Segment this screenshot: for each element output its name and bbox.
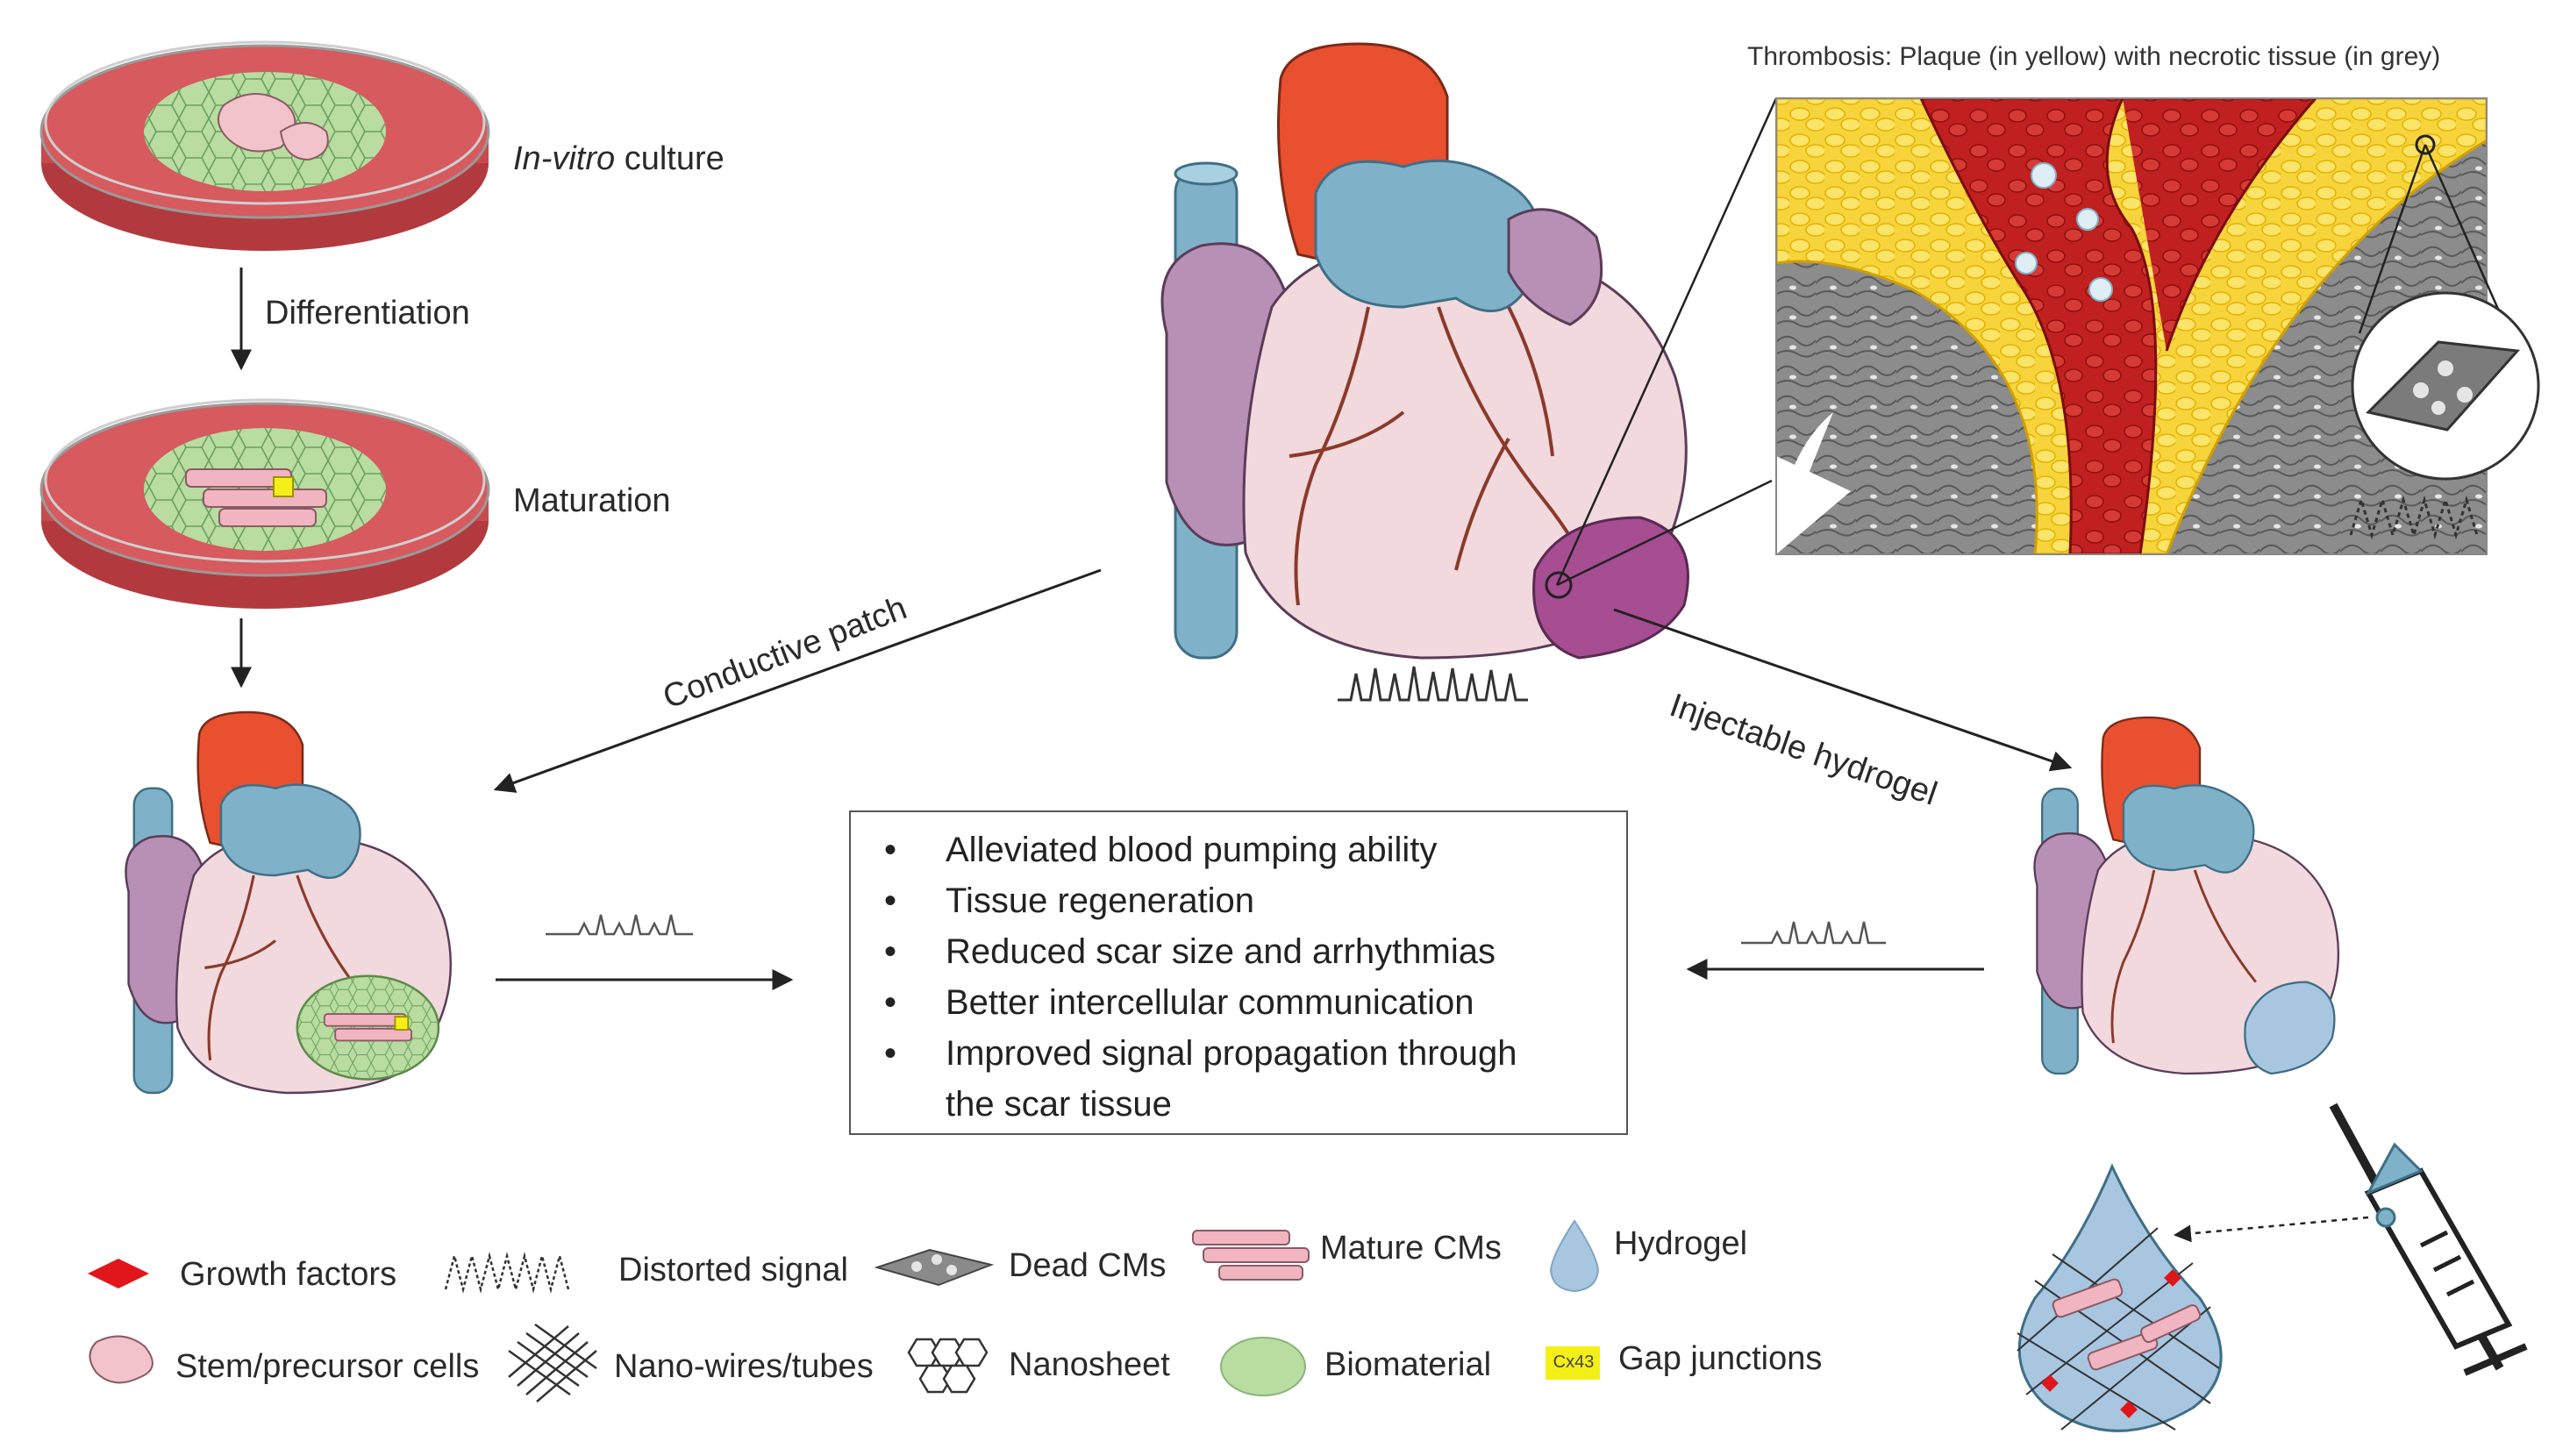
ecg-arrhythmia xyxy=(1338,666,1528,702)
outcomes-box: Alleviated blood pumping ability Tissue … xyxy=(849,810,1628,1135)
legend-gap-junctions: Gap junctions xyxy=(1618,1340,1823,1377)
dead-cm-magnifier xyxy=(2351,291,2540,481)
legend-distorted-signal: Distorted signal xyxy=(618,1252,848,1288)
legend-hydrogel: Hydrogel xyxy=(1614,1225,1748,1262)
mature-cms-icon xyxy=(1192,1230,1310,1281)
legend-nanosheet: Nanosheet xyxy=(1009,1346,1170,1383)
distorted-signal-right xyxy=(2349,495,2479,540)
invitro-culture-label: In-vitro culture xyxy=(513,140,725,177)
distorted-signal-icon xyxy=(444,1252,570,1294)
legend-biomaterial: Biomaterial xyxy=(1324,1346,1492,1383)
petri-dish-culture xyxy=(39,40,490,251)
legend-stem-cells: Stem/precursor cells xyxy=(175,1348,480,1385)
dead-cms-icon xyxy=(874,1248,995,1287)
outcome-item: Alleviated blood pumping ability xyxy=(868,824,1609,875)
outcome-item: Improved signal propagation through xyxy=(868,1028,1609,1079)
zoom-line-top xyxy=(1555,97,1778,586)
legend-nanowires: Nano-wires/tubes xyxy=(614,1348,874,1385)
heart-with-patch xyxy=(125,710,453,1095)
outcome-item: Better intercellular communication xyxy=(868,977,1609,1028)
nanowires-icon xyxy=(508,1323,597,1402)
outcome-item: Reduced scar size and arrhythmias xyxy=(868,926,1609,977)
injectable-hydrogel-arrow xyxy=(1613,608,2073,772)
syringe-to-drop-arrow xyxy=(2174,1216,2369,1243)
hydrogel-drop-detail xyxy=(2017,1163,2223,1432)
infarcted-heart xyxy=(1160,42,1689,660)
conductive-patch-arrow xyxy=(493,568,1102,793)
petri-dish-maturation xyxy=(39,398,490,609)
hydrogel-icon xyxy=(1549,1219,1600,1293)
legend-mature-cms: Mature CMs xyxy=(1320,1230,1502,1267)
maturation-label: Maturation xyxy=(513,482,671,519)
legend-icons xyxy=(88,1219,1600,1402)
nanosheet-icon xyxy=(907,1338,989,1394)
stem-cells-icon xyxy=(89,1335,153,1384)
biomaterial-icon xyxy=(1220,1337,1306,1396)
ecg-normal-left xyxy=(546,914,693,936)
thrombosis-title: Thrombosis: Plaque (in yellow) with necr… xyxy=(1747,42,2441,71)
growth-factors-icon xyxy=(88,1259,149,1288)
outcome-item: Tissue regeneration xyxy=(868,875,1609,926)
legend-growth-factors: Growth factors xyxy=(180,1256,397,1293)
gap-junctions-icon xyxy=(1546,1346,1600,1380)
legend-dead-cms: Dead CMs xyxy=(1009,1247,1167,1284)
heart-with-hydrogel xyxy=(2033,716,2340,1075)
syringe-icon xyxy=(2329,1103,2528,1376)
differentiation-label: Differentiation xyxy=(265,295,470,332)
thrombosis-inset xyxy=(1775,97,2526,555)
outcome-item-continuation: the scar tissue xyxy=(946,1085,1172,1124)
ecg-normal-right xyxy=(1741,921,1886,945)
cx43-label: Cx43 xyxy=(1553,1353,1595,1372)
zoom-line-bottom xyxy=(1556,479,1773,587)
gap-junction-icon xyxy=(273,476,294,497)
